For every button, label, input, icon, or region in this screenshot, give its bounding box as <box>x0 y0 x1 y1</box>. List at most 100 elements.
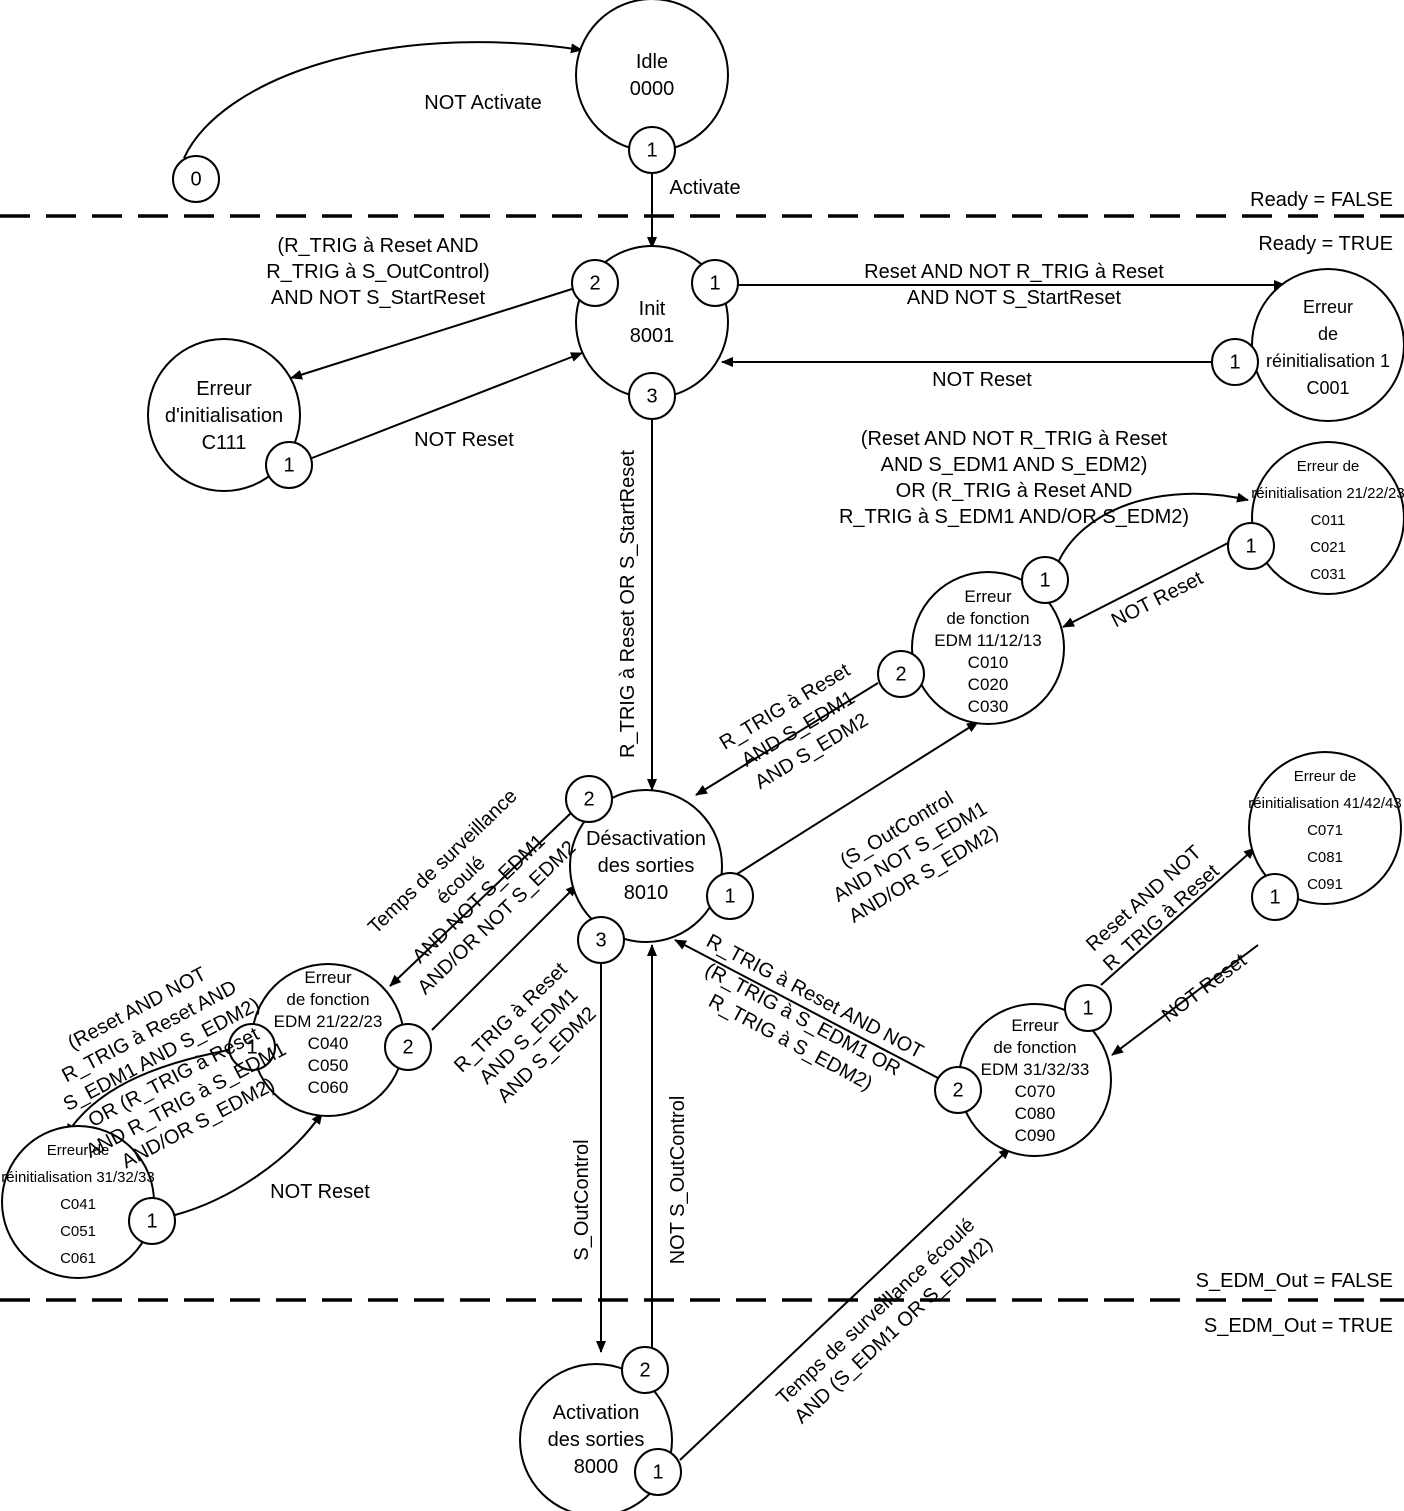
state-reset_err_31-line-3: C041 <box>60 1196 96 1213</box>
label-activation-to-fe31: Temps de surveillance écouléAND (S_EDM1 … <box>772 1214 997 1428</box>
state-func_err_11-line-6: C030 <box>968 697 1009 716</box>
svg-text:2: 2 <box>639 1359 650 1381</box>
label-fe31-to-deactivation: R_TRIG à Reset AND NOT(R_TRIG à S_EDM1 O… <box>678 930 927 1109</box>
port-deactivation-3: 3 <box>577 916 625 964</box>
port-idle-1: 1 <box>628 126 676 174</box>
label-init-to-deactivation: R_TRIG à Reset OR S_StartReset <box>617 450 639 758</box>
port-init-2: 2 <box>571 259 619 307</box>
edge-init-to-init-error <box>290 288 573 380</box>
port-start: 0 <box>172 155 220 203</box>
edge-fe21-to-deactivation <box>431 884 578 1031</box>
state-init_err-line-3: C111 <box>202 432 247 454</box>
transition-act_to_deact-line-1: NOT S_OutControl <box>667 1096 689 1265</box>
edge-re21-to-fe11 <box>1062 541 1231 628</box>
state-reset_err_31-line-2: réinitialisation 31/32/33 <box>1 1169 154 1186</box>
transition-re41_to_fe31-line-1: NOT Reset <box>1158 949 1251 1027</box>
zone-label-ready-false: Ready = FALSE <box>1250 189 1393 211</box>
port-init-error-1: 1 <box>265 441 313 489</box>
state-reset_err1-line-3: réinitialisation 1 <box>1266 351 1390 371</box>
edge-activation-to-fe31 <box>679 1147 1011 1461</box>
label-fe11-to-deactivation: R_TRIG à ResetAND S_EDM1AND S_EDM2 <box>716 659 881 799</box>
state-reset_err_21-line-5: C031 <box>1310 566 1346 583</box>
zone-label-ready-true: Ready = TRUE <box>1258 233 1393 255</box>
state-reset_err_21-line-2: réinitialisation 21/22/23 <box>1251 485 1404 502</box>
state-reset_err_31-line-1: Erreur de <box>47 1142 110 1159</box>
label-re41-to-fe31: NOT Reset <box>1158 949 1251 1027</box>
zone-label-edm-out-true: S_EDM_Out = TRUE <box>1204 1315 1393 1337</box>
transition-deact_to_act-line-1: S_OutControl <box>571 1139 593 1260</box>
state-reset_err_41-line-5: C091 <box>1307 876 1343 893</box>
transition-init_to_initerr-line-1: (R_TRIG à Reset AND <box>277 235 478 257</box>
state-init_err-line-1: Erreur <box>196 378 252 400</box>
svg-text:2: 2 <box>952 1079 963 1101</box>
state-act-line-2: des sorties <box>548 1429 645 1451</box>
port-init-1: 1 <box>691 259 739 307</box>
state-func_err_21-line-5: C050 <box>308 1056 349 1075</box>
transition-act_to_fe31-line-1: Temps de surveillance écoulé <box>772 1214 979 1409</box>
port-fe31-1: 1 <box>1064 984 1112 1032</box>
svg-text:1: 1 <box>1229 351 1240 373</box>
state-func_err_31-line-6: C090 <box>1015 1126 1056 1145</box>
svg-text:2: 2 <box>589 272 600 294</box>
svg-text:1: 1 <box>246 1036 257 1058</box>
svg-text:1: 1 <box>724 885 735 907</box>
port-fe21-1: 1 <box>228 1023 276 1071</box>
transition-init_to_reseterr1-line-2: AND NOT S_StartReset <box>907 287 1122 309</box>
state-init-line-1: Init <box>639 298 666 320</box>
port-fe11-2: 2 <box>877 650 925 698</box>
state-func_err_31-line-4: C070 <box>1015 1082 1056 1101</box>
port-deactivation-2: 2 <box>565 775 613 823</box>
port-init-3: 3 <box>628 372 676 420</box>
port-activation-2: 2 <box>621 1346 669 1394</box>
state-reset_err_21-line-4: C021 <box>1310 539 1346 556</box>
state-deact-line-1: Désactivation <box>586 828 706 850</box>
svg-text:1: 1 <box>1269 886 1280 908</box>
port-fe31-2: 2 <box>934 1066 982 1114</box>
svg-text:1: 1 <box>283 454 294 476</box>
transition-start_to_idle-line-1: NOT Activate <box>424 92 541 114</box>
state-func_err_31-line-1: Erreur <box>1011 1016 1059 1035</box>
zone-label-edm-out-false: S_EDM_Out = FALSE <box>1196 1270 1393 1292</box>
label-deactivation-to-fe11: (S_OutControlAND NOT S_EDM1AND/OR S_EDM2… <box>816 775 1004 929</box>
edge-fe31-to-deactivation <box>674 939 939 1079</box>
port-deactivation-1: 1 <box>706 872 754 920</box>
svg-text:0: 0 <box>190 168 201 190</box>
state-func_err_21-line-2: de fonction <box>286 990 369 1009</box>
state-reset_err1-line-2: de <box>1318 324 1338 344</box>
transition-fe11_to_re21-line-4: R_TRIG à S_EDM1 AND/OR S_EDM2) <box>839 506 1189 528</box>
port-reset-error-21-1: 1 <box>1227 522 1275 570</box>
port-fe11-1: 1 <box>1021 556 1069 604</box>
state-reset_err1-line-1: Erreur <box>1303 297 1353 317</box>
port-fe21-2: 2 <box>384 1023 432 1071</box>
state-func_err_21-line-4: C040 <box>308 1034 349 1053</box>
edge-fe21-to-re31 <box>65 1049 230 1136</box>
state-reset_err_21-line-3: C011 <box>1311 512 1346 529</box>
state-init-line-2: 8001 <box>630 325 675 347</box>
state-func_err_31-line-3: EDM 31/32/33 <box>981 1060 1090 1079</box>
state-deact-line-3: 8010 <box>624 882 669 904</box>
transition-fe11_to_re21-line-1: (Reset AND NOT R_TRIG à Reset <box>861 428 1168 450</box>
svg-text:1: 1 <box>1039 569 1050 591</box>
transition-init_to_initerr-line-2: R_TRIG à S_OutControl) <box>266 261 489 283</box>
transition-init_to_deact-line-1: R_TRIG à Reset OR S_StartReset <box>617 450 639 758</box>
edge-re41-to-fe31 <box>1111 944 1259 1056</box>
transition-re31_to_fe21-line-1: NOT Reset <box>270 1181 370 1203</box>
